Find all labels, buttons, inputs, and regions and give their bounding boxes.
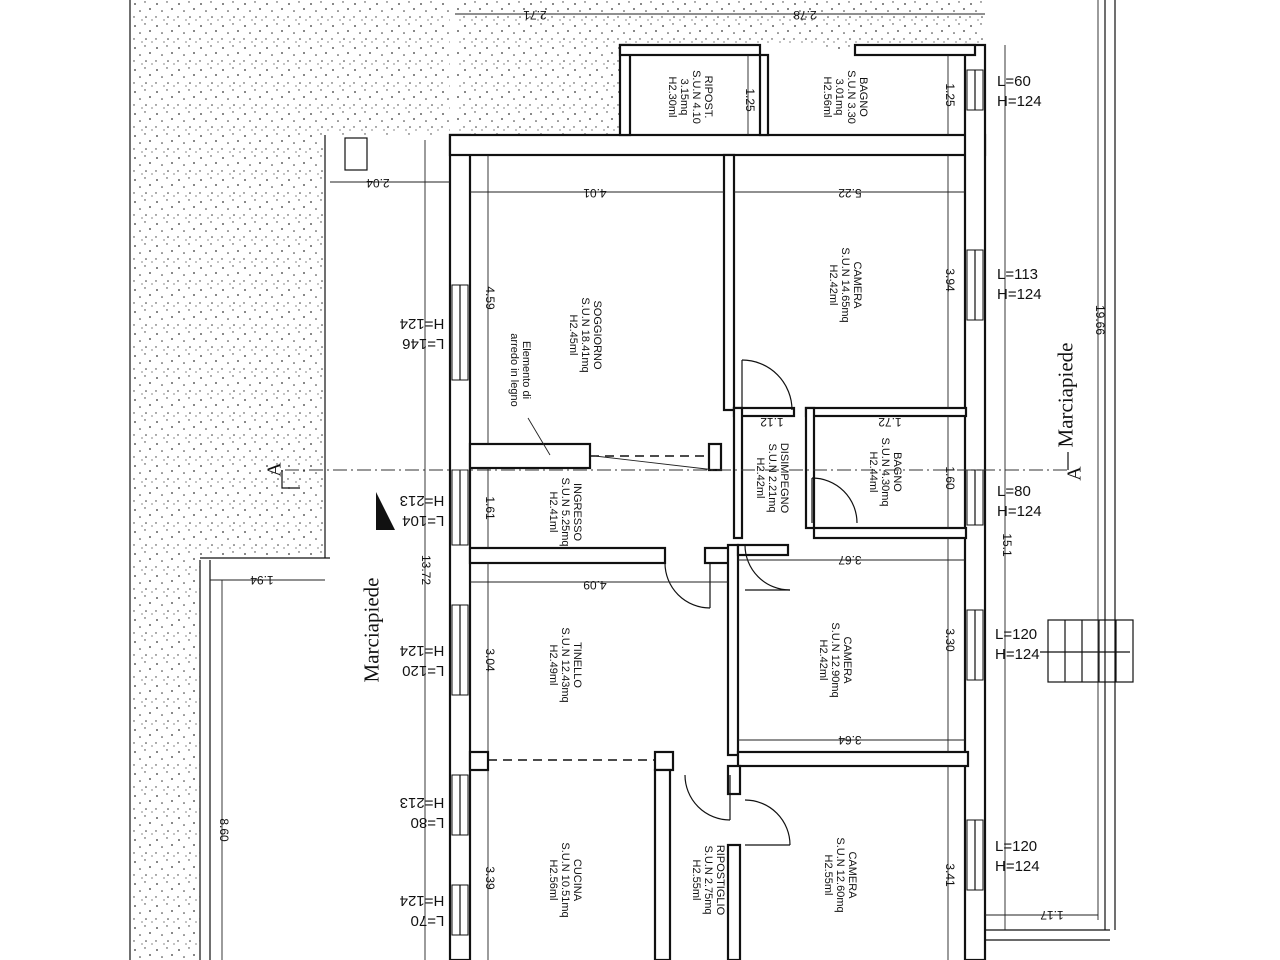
dimension-label: 3.04 bbox=[483, 648, 497, 672]
dimension-label: 2.78 bbox=[793, 8, 817, 22]
dimension-label: 1.61 bbox=[483, 496, 497, 520]
dimension-label: 15.1 bbox=[1000, 533, 1014, 557]
dimension-label: 8.60 bbox=[217, 818, 231, 842]
section-marker-left: A bbox=[263, 462, 286, 477]
dimension-label: 1.12 bbox=[760, 415, 784, 429]
dimension-label: 4.59 bbox=[483, 286, 497, 310]
street-label-left: Marciapiede bbox=[359, 577, 384, 683]
dimension-label: 1.25 bbox=[943, 83, 957, 107]
gravel-area bbox=[130, 0, 450, 960]
dimension-label: 4.01 bbox=[583, 186, 607, 200]
section-marker-right: A bbox=[1063, 466, 1086, 481]
street-label-right: Marciapiede bbox=[1053, 342, 1078, 448]
dimension-label: 5.22 bbox=[838, 186, 862, 200]
dimension-label: 13.72 bbox=[419, 554, 433, 586]
dimension-label: 1.72 bbox=[878, 415, 902, 429]
dimension-label: 4.09 bbox=[583, 578, 607, 592]
dimension-label: 3.30 bbox=[943, 628, 957, 652]
dimension-label: 19.66 bbox=[1093, 304, 1107, 336]
dimension-label: 2.71 bbox=[523, 8, 547, 22]
dimension-label: 2.04 bbox=[366, 176, 390, 190]
dimension-label: 1.17 bbox=[1040, 908, 1064, 922]
dimension-label: 3.94 bbox=[943, 268, 957, 292]
dimension-label: 1.60 bbox=[943, 466, 957, 490]
dimension-label: 3.67 bbox=[838, 553, 862, 567]
dimension-label: 3.41 bbox=[943, 863, 957, 887]
gravel-area-top bbox=[455, 0, 985, 135]
dimension-label: 1.94 bbox=[250, 573, 274, 587]
dimension-label: 1.25 bbox=[743, 88, 757, 112]
dimension-label: 3.64 bbox=[838, 733, 862, 747]
dimension-label: 3.39 bbox=[483, 866, 497, 890]
